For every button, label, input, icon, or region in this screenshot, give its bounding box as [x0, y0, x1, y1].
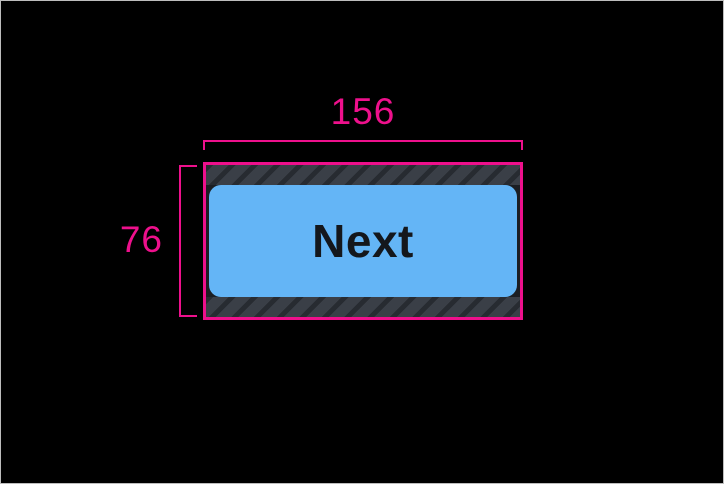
height-dimension-bracket — [179, 165, 197, 317]
selection-outline: Next — [203, 162, 523, 320]
next-button[interactable]: Next — [209, 185, 517, 297]
width-dimension-bracket — [203, 140, 523, 150]
width-dimension-label: 156 — [330, 91, 396, 132]
height-dimension-label: 76 — [119, 219, 163, 260]
padding-strip-top — [206, 165, 520, 185]
padding-strip-bottom — [206, 297, 520, 317]
